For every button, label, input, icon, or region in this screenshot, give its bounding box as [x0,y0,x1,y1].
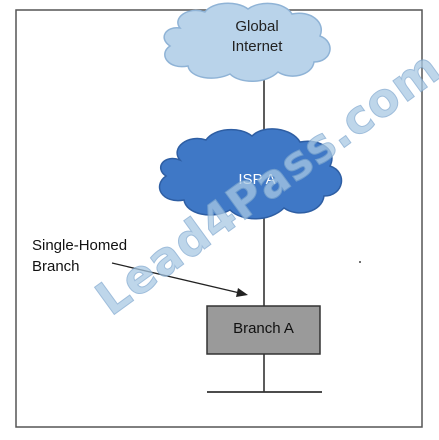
global-internet-line1: Global [235,18,279,35]
single-homed-line1: Single-Homed [32,237,128,254]
isp-a-label: ISP A [238,171,276,188]
global-internet-cloud [163,2,331,82]
single-homed-branch-label: Single-Homed Branch [32,235,127,277]
global-internet-line2: Internet [231,38,283,55]
branch-a-box [206,305,321,355]
isp-a-cloud [158,128,343,220]
pointer-arrow [111,262,248,297]
stray-dot [359,261,361,263]
branch-a-label: Branch A [233,320,294,337]
global-internet-label: Global Internet [207,17,307,57]
single-homed-line2: Branch [32,258,80,275]
